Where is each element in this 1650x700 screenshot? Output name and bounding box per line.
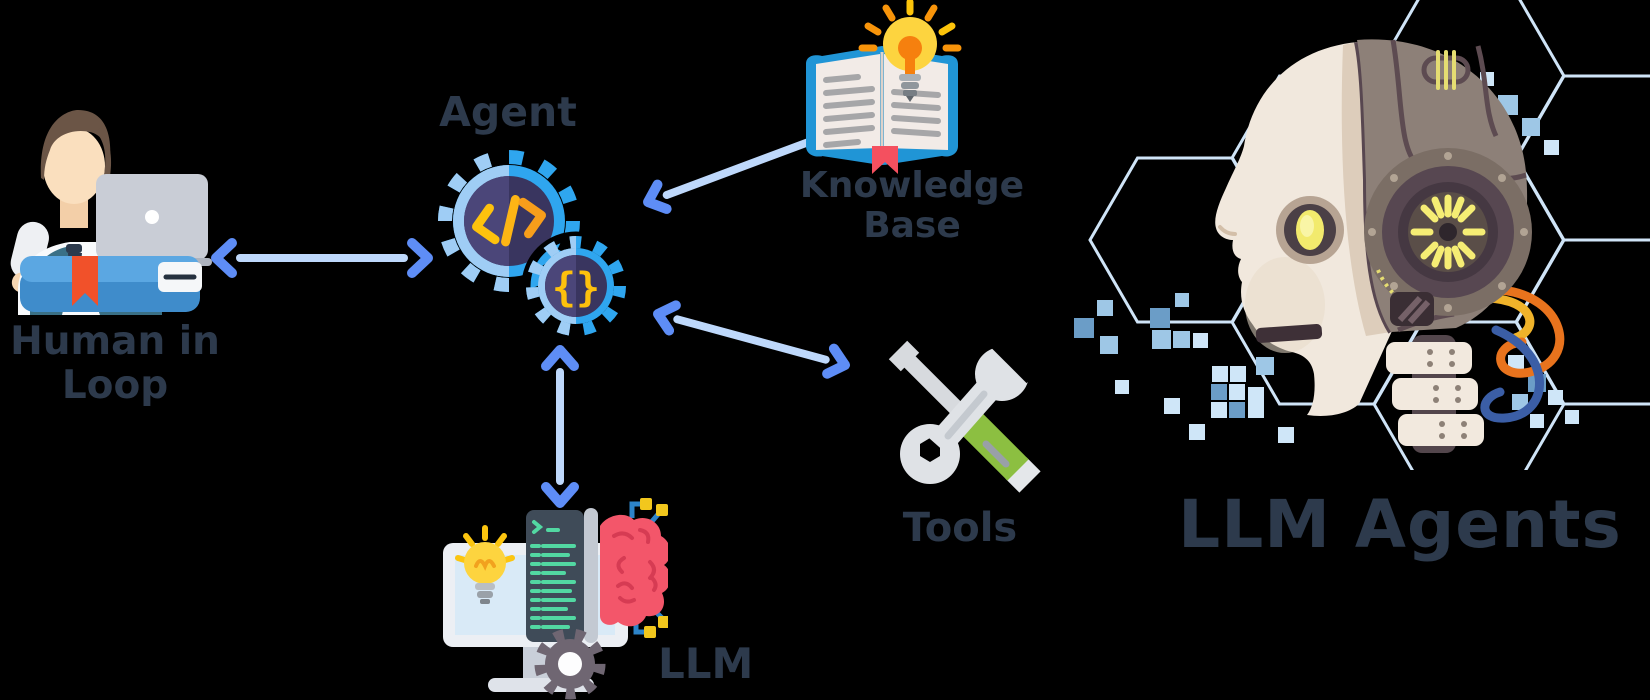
agent-label: Agent [439,88,577,136]
llm-label: LLM [658,639,754,688]
code-tag-symbol [472,195,546,247]
robot-mouth [1255,323,1323,343]
person-face [43,128,105,204]
mech-vent-capsule [1421,50,1471,90]
small-gear: {} [521,231,631,341]
robot-neck [1386,335,1484,453]
human-label-line2: Loop [61,362,169,408]
brain-half [600,514,668,627]
bookmark-ribbon [872,146,898,174]
wrench-jaw-opening [989,330,1043,384]
wrench-hex-hole [920,438,940,462]
main-title: LLM Agents [1178,486,1622,563]
mech-plate [1364,148,1532,316]
edge-human-agent [211,238,433,278]
human-in-loop-label: Human in Loop [0,320,230,407]
circuit-tips [640,498,668,638]
person-neck [60,200,88,228]
mech-dark-vent [1390,292,1434,326]
computer-code-brain-icon [443,498,668,700]
bookmark-ribbon [72,256,98,306]
book [20,256,202,312]
gears-with-code-symbols-icon: {} [438,150,631,341]
terminal-code-lines [530,520,576,629]
monitor-divider-bar [584,508,598,643]
small-lightbulb-icon [455,525,515,604]
edge-agent-llm [541,345,579,508]
tie-knot [66,244,82,253]
large-gear [438,150,580,292]
edge-agent-tools [653,300,850,379]
kb-label-line2: Base [863,205,961,247]
bulb-rays [858,0,962,52]
open-book-with-lightbulb-icon [806,0,962,174]
code-terminal-panel [526,510,584,642]
glow-sunburst [1410,194,1486,270]
wrench [900,330,1043,484]
braces-symbol: {} [552,265,600,311]
kb-label-line1: Knowledge [799,165,1025,206]
gear-small-gray [534,628,606,700]
screwdriver-handle [957,409,1029,481]
book-open [806,46,958,174]
neck-wires [1480,285,1565,423]
robot-eye [1276,196,1344,264]
crossed-wrench-screwdriver-icon [888,330,1043,493]
human-label-line1: Human in [10,319,220,364]
lightbulb-icon [858,0,962,102]
robot-head-illustration [1074,0,1650,470]
knowledge-base-label: Knowledge Base [788,165,1036,247]
person-hair [40,110,111,180]
laptop [92,174,212,266]
tools-label: Tools [902,505,1018,551]
person-with-laptop-and-book-icon [10,110,212,315]
robot-head [1215,39,1565,453]
